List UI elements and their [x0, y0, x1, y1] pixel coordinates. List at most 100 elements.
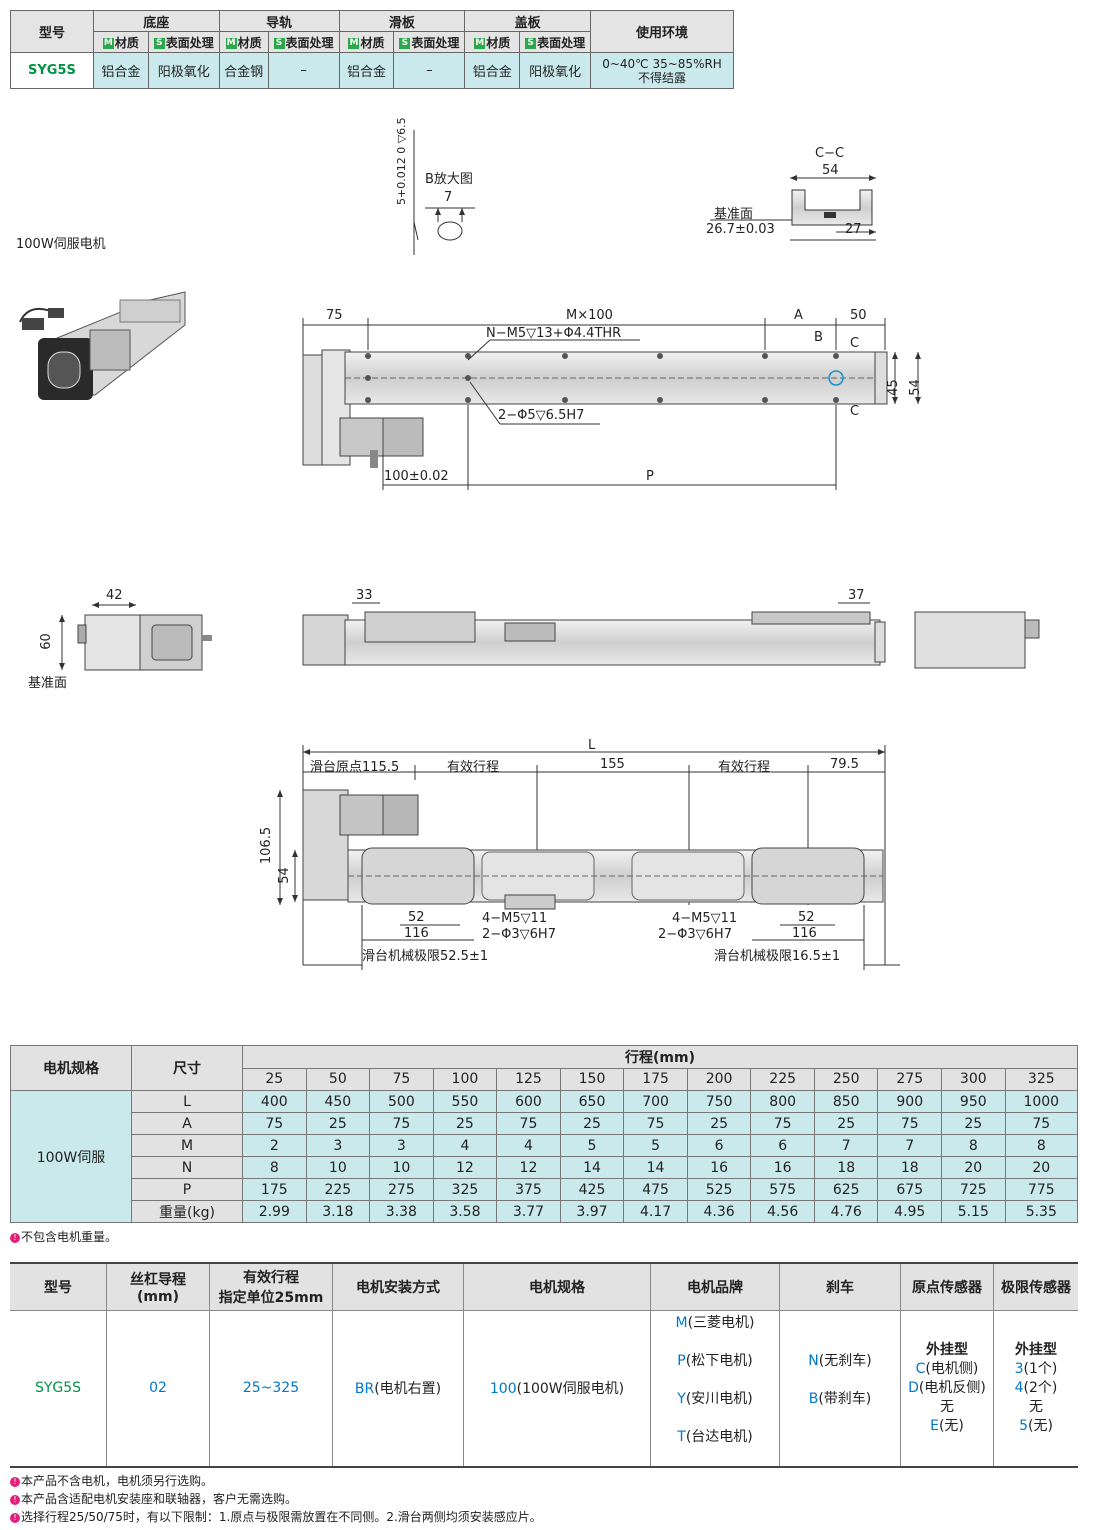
- ord-origin: 外挂型 C(电机侧)D(电机反侧) 无 E(无): [900, 1310, 994, 1467]
- dim-cell: 25: [686, 1112, 752, 1135]
- cc-title: C−C: [815, 146, 845, 161]
- dim-cell: 900: [877, 1090, 943, 1113]
- b-7-label: 7: [444, 190, 453, 205]
- dim-row-label: L: [131, 1090, 243, 1113]
- dim-cell: 20: [1004, 1156, 1079, 1179]
- c-c-section: [710, 175, 876, 241]
- spec-cover-material: 铝合金: [464, 52, 521, 89]
- spec-cover-surface: 阳极氧化: [519, 52, 592, 89]
- dim-cell: 275: [369, 1178, 434, 1201]
- dim-cell: 3.18: [305, 1200, 371, 1223]
- side-37: 37: [848, 588, 865, 603]
- dim-cell: 4.36: [686, 1200, 752, 1223]
- dim-cell: 3.58: [432, 1200, 498, 1223]
- b-detail-view: [413, 130, 475, 255]
- cc-267-label: 26.7±0.03: [706, 222, 775, 237]
- dim-cell: 6: [686, 1134, 752, 1157]
- dim-cell: 4: [496, 1134, 561, 1157]
- side-60: 60: [38, 633, 54, 650]
- bot-116b: 116: [792, 926, 817, 941]
- dim-cell: 400: [242, 1090, 307, 1113]
- spec-header-env: 使用环境: [590, 10, 734, 53]
- dim-cell: 7: [813, 1134, 879, 1157]
- bot-795: 79.5: [830, 757, 859, 772]
- dim-50: 50: [850, 308, 867, 323]
- option-item: 3(1个): [1014, 1360, 1058, 1377]
- cc-ref-label: 基准面: [714, 207, 754, 222]
- dim-cell: 6: [750, 1134, 815, 1157]
- dim-cell: 75: [623, 1112, 688, 1135]
- dim-54: 54: [907, 379, 923, 396]
- dim-b: B: [814, 330, 823, 345]
- option-item: T(台达电机): [677, 1429, 753, 1446]
- bot-l: L: [588, 738, 596, 753]
- dim-header-size: 尺寸: [131, 1045, 243, 1091]
- ord-limit: 外挂型 3(1个)4(2个) 无 5(无): [994, 1311, 1079, 1467]
- stroke-header: 225: [750, 1067, 815, 1091]
- dim-cell: 18: [877, 1156, 943, 1179]
- dim-cell: 425: [559, 1178, 625, 1201]
- stroke-header: 75: [369, 1067, 434, 1091]
- dim-cell: 4.76: [813, 1200, 879, 1223]
- dim-cell: 725: [941, 1178, 1006, 1201]
- dim-a: A: [794, 308, 803, 323]
- dim-cell: 675: [877, 1178, 943, 1201]
- dim-cell: 75: [242, 1112, 307, 1135]
- stroke-header: 25: [242, 1067, 307, 1091]
- dim-cell: 2.99: [242, 1200, 307, 1223]
- dim-cell: 450: [305, 1090, 371, 1113]
- bot-52b: 52: [798, 910, 815, 925]
- ord-header-brake: 刹车: [779, 1263, 901, 1311]
- ord-header-stroke: 有效行程指定单位25mm: [209, 1263, 333, 1311]
- technical-drawing: [19, 130, 1040, 970]
- dim-cell: 525: [686, 1178, 752, 1201]
- dim-p: P: [646, 469, 654, 484]
- bot-phia: 2−Φ3▽6H7: [482, 927, 556, 942]
- dim-cell: 12: [496, 1156, 561, 1179]
- dim-cell: 3: [369, 1134, 434, 1157]
- product-photo: [19, 291, 186, 400]
- dim-row-label: N: [131, 1156, 243, 1179]
- dim-cell: 16: [686, 1156, 752, 1179]
- side-views: [59, 602, 1040, 671]
- note-line: !本产品含适配电机安装座和联轴器，客户无需选购。: [10, 1490, 542, 1508]
- dim-m100: M×100: [566, 308, 613, 323]
- dim-cell: 4: [432, 1134, 498, 1157]
- bot-52a: 52: [408, 910, 425, 925]
- stroke-header: 275: [877, 1067, 943, 1091]
- stroke-header: 175: [623, 1067, 688, 1091]
- dim-cell: 25: [305, 1112, 371, 1135]
- dim-cell: 75: [496, 1112, 561, 1135]
- note-line: !选择行程25/50/75时，有以下限制：1.原点与极限需放置在不同侧。2.滑台…: [10, 1508, 542, 1526]
- ord-model: SYG5S: [10, 1310, 107, 1467]
- dim-n-holes: N−M5▽13+Φ4.4THR: [486, 326, 622, 341]
- dim-cell: 5: [559, 1134, 625, 1157]
- bot-1065: 106.5: [259, 826, 275, 865]
- option-item: N(无刹车): [808, 1353, 872, 1370]
- dim-cell: 500: [369, 1090, 434, 1113]
- bot-eff1: 有效行程: [447, 760, 500, 775]
- dim-cell: 8: [242, 1156, 307, 1179]
- stroke-header: 125: [496, 1067, 561, 1091]
- dim-cell: 700: [623, 1090, 688, 1113]
- dim-cell: 5: [623, 1134, 688, 1157]
- dim-cell: 2: [242, 1134, 307, 1157]
- dim-cell: 800: [750, 1090, 815, 1113]
- bot-lim2: 滑台机械极限16.5±1: [714, 949, 841, 964]
- dim-cell: 25: [559, 1112, 625, 1135]
- stroke-header: 150: [559, 1067, 625, 1091]
- motor-label: 100W伺服电机: [16, 237, 106, 252]
- stroke-header: 50: [305, 1067, 371, 1091]
- spec-base-surface: 阳极氧化: [147, 52, 220, 89]
- option-item: C(电机侧): [915, 1360, 979, 1377]
- spec-slider-surface: –: [393, 52, 466, 89]
- ord-header-lead: 丝杠导程(mm): [106, 1263, 210, 1311]
- dim-cell: 25: [941, 1112, 1006, 1135]
